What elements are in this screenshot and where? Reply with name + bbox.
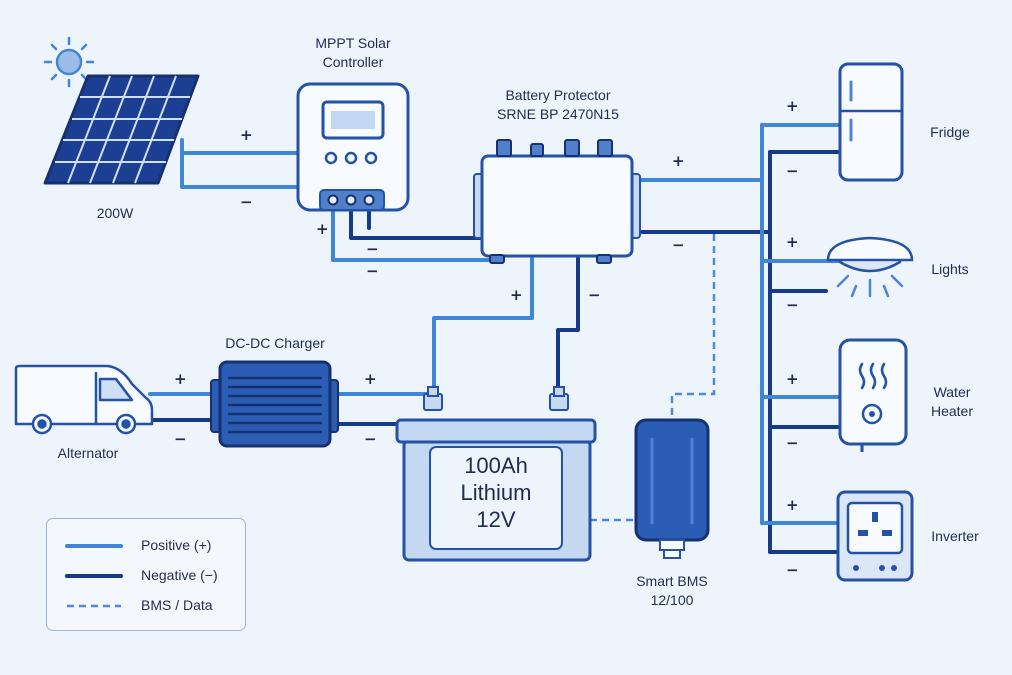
ceiling-light-icon	[826, 236, 914, 298]
controller-icon	[296, 82, 410, 212]
sign-alternator-minus: −	[174, 430, 187, 448]
wire-panel-negative	[180, 138, 302, 189]
sign-inverter-minus: −	[786, 561, 799, 579]
inverter-socket-icon	[836, 490, 914, 582]
wire-protector-battery-negative	[556, 256, 580, 400]
sign-controller-plus: +	[316, 220, 329, 238]
battery-icon	[395, 386, 597, 562]
bms-label: Smart BMS 12/100	[622, 572, 722, 610]
sign-protector-plus: +	[510, 286, 523, 304]
legend-positive: Positive (+)	[65, 536, 211, 556]
bms-label-line2: 12/100	[650, 592, 694, 608]
sign-controller-minus-2: −	[366, 262, 379, 280]
protector-label-line2: SRNE BP 2470N15	[497, 106, 619, 122]
legend-positive-label: Positive (+)	[141, 537, 212, 553]
sign-load-minus: −	[672, 236, 685, 254]
alternator-label: Alternator	[57, 445, 119, 461]
sign-inverter-plus: +	[786, 496, 799, 514]
legend-bms: BMS / Data	[65, 596, 213, 616]
sign-controller-minus-1: −	[366, 240, 379, 258]
battery-voltage: 12V	[476, 507, 516, 532]
protector-label: Battery Protector SRNE BP 2470N15	[478, 86, 638, 124]
protector-label-line1: Battery Protector	[505, 87, 611, 103]
panel-label: 200W	[96, 205, 134, 221]
controller-label-line1: MPPT Solar	[315, 35, 391, 51]
wire-controller-negative	[349, 204, 485, 240]
dc-dc-charger-icon	[210, 360, 339, 448]
sign-lights-plus: +	[786, 233, 799, 251]
legend-bms-label: BMS / Data	[141, 597, 213, 613]
sun-icon	[43, 36, 95, 88]
controller-label: MPPT Solar Controller	[300, 34, 406, 72]
wire-protector-battery-positive	[432, 256, 534, 400]
sign-heater-minus: −	[786, 434, 799, 452]
legend-bms-swatch	[67, 604, 121, 608]
sign-lights-minus: −	[786, 296, 799, 314]
sign-panel-minus: −	[240, 193, 253, 211]
water-heater-icon	[838, 338, 908, 452]
bms-label-line1: Smart BMS	[636, 573, 708, 589]
sign-dcdc-minus: −	[364, 430, 377, 448]
bms-icon	[634, 418, 710, 559]
legend-negative-label: Negative (−)	[141, 567, 218, 583]
battery-capacity: 100Ah	[464, 453, 528, 478]
battery-label: 100Ah Lithium 12V	[432, 452, 560, 533]
sign-fridge-plus: +	[786, 97, 799, 115]
fridge-icon	[838, 62, 904, 182]
sign-dcdc-plus: +	[364, 370, 377, 388]
legend-negative: Negative (−)	[65, 566, 218, 586]
solar-panel-icon	[43, 74, 200, 185]
inverter-label: Inverter	[931, 528, 979, 544]
van-icon	[14, 364, 154, 435]
sign-panel-plus: +	[240, 126, 253, 144]
sign-heater-plus: +	[786, 370, 799, 388]
fridge-label: Fridge	[930, 124, 970, 140]
lights-label: Lights	[931, 261, 969, 277]
sign-protector-minus: −	[588, 286, 601, 304]
water-heater-label-line1: Water	[933, 384, 971, 400]
dcdc-label: DC-DC Charger	[225, 335, 325, 351]
sign-alternator-plus: +	[174, 370, 187, 388]
legend-negative-swatch	[65, 574, 123, 578]
legend: Positive (+) Negative (−) BMS / Data	[46, 518, 246, 631]
water-heater-label: Water Heater	[920, 383, 984, 421]
sign-fridge-minus: −	[786, 162, 799, 180]
water-heater-label-line2: Heater	[930, 403, 974, 419]
sign-load-plus: +	[672, 152, 685, 170]
wire-controller-positive	[331, 204, 490, 262]
battery-chemistry: Lithium	[460, 480, 532, 505]
legend-positive-swatch	[65, 544, 123, 548]
controller-label-line2: Controller	[322, 54, 384, 70]
battery-protector-icon	[473, 139, 641, 264]
bms-data-link-protector	[670, 234, 716, 422]
